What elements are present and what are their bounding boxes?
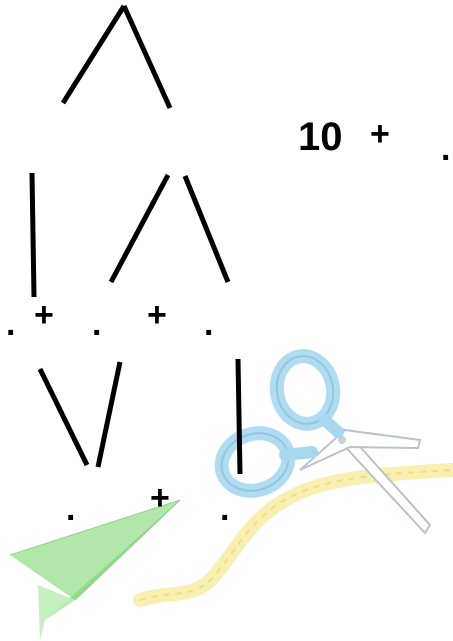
bottom-blank-dot-1: . [66,492,75,526]
top-plus-sign: + [370,117,390,151]
mid-plus-sign-1: + [34,298,54,332]
top-blank-dot: . [441,132,450,166]
bond-line-low-right [238,359,240,474]
bond-line-top-right [124,6,170,108]
mid-blank-dot-1: . [6,307,15,341]
top-number: 10 [298,117,343,157]
bottom-blank-dot-2: . [220,492,229,526]
bond-line-top-left [63,6,124,103]
mid-plus-sign-2: + [147,298,167,332]
bond-line-mid-center-right [185,176,228,282]
bottom-plus-sign: + [150,481,170,515]
bond-line-low-center [98,362,120,467]
mid-blank-dot-3: . [204,307,213,341]
bond-line-mid-center-left [111,175,168,282]
bond-line-mid-left-vertical [32,173,34,297]
bond-line-low-left [40,369,87,465]
mid-blank-dot-2: . [92,307,101,341]
